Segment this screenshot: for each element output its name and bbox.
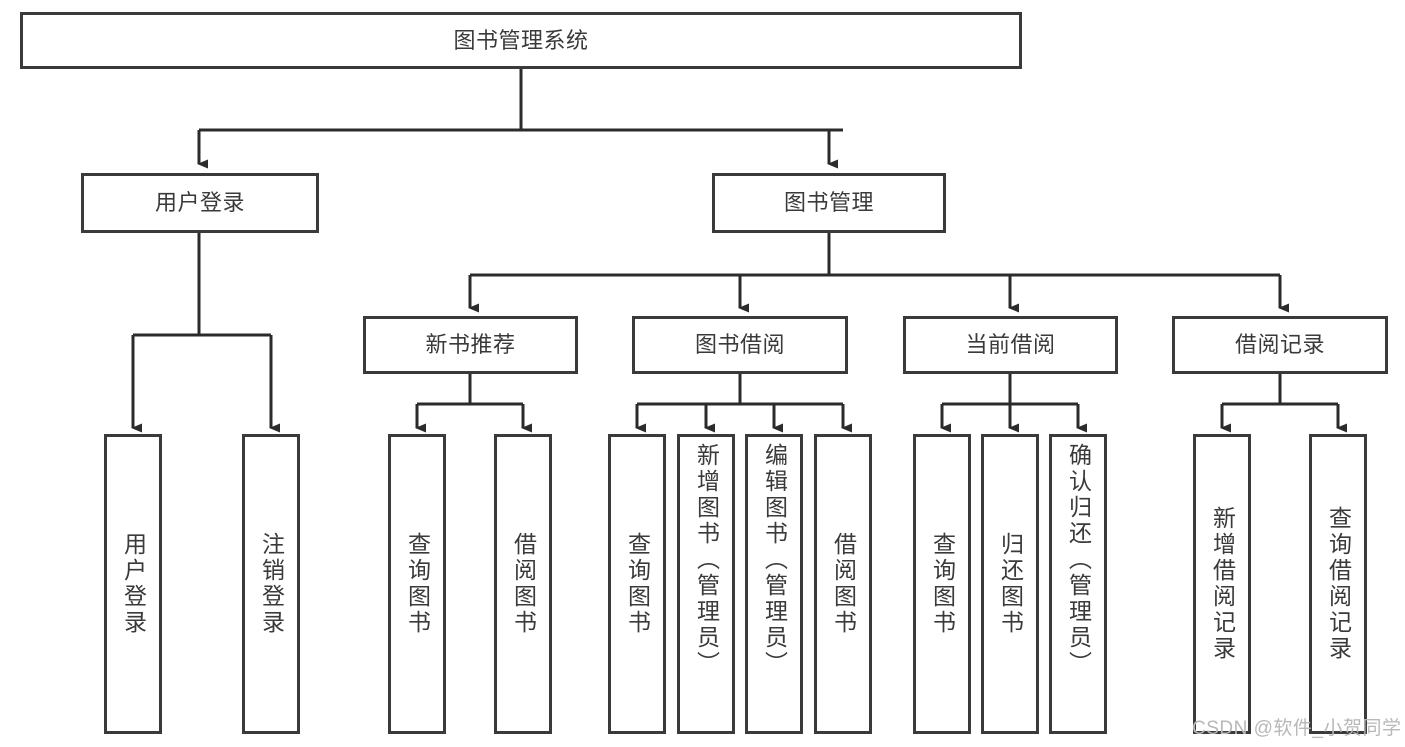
node-new-book-recommend[interactable]: 新书推荐: [363, 316, 578, 374]
node-label: 新书推荐: [425, 332, 516, 358]
leaf-confirm-return-admin[interactable]: 确认归还（管理员）: [1049, 434, 1107, 734]
node-label: 借阅图书: [830, 532, 857, 636]
node-book-borrow[interactable]: 图书借阅: [632, 316, 848, 374]
node-user-login[interactable]: 用户登录: [81, 173, 319, 233]
node-label: 编辑图书（管理员）: [761, 443, 788, 677]
leaf-add-borrow-record[interactable]: 新增借阅记录: [1193, 434, 1251, 734]
leaf-edit-book-admin[interactable]: 编辑图书（管理员）: [745, 434, 803, 734]
node-root-book-management-system[interactable]: 图书管理系统: [20, 12, 1022, 69]
leaf-query-book-borrow[interactable]: 查询图书: [608, 434, 666, 734]
node-label: 当前借阅: [965, 332, 1056, 358]
leaf-borrow-book-recommend[interactable]: 借阅图书: [494, 434, 552, 734]
node-label: 用户登录: [154, 190, 245, 216]
node-label: 确认归还（管理员）: [1065, 443, 1092, 677]
leaf-add-book-admin[interactable]: 新增图书（管理员）: [677, 434, 735, 734]
node-book-management[interactable]: 图书管理: [712, 173, 946, 233]
node-current-borrow[interactable]: 当前借阅: [903, 316, 1118, 374]
node-label: 查询图书: [929, 532, 956, 636]
node-label: 查询借阅记录: [1325, 506, 1352, 662]
leaf-return-book[interactable]: 归还图书: [981, 434, 1039, 734]
node-borrow-record[interactable]: 借阅记录: [1172, 316, 1388, 374]
leaf-borrow-book[interactable]: 借阅图书: [814, 434, 872, 734]
csdn-watermark: CSDN @软件_小贺同学: [1192, 718, 1402, 739]
node-label: 图书借阅: [694, 332, 785, 358]
leaf-logout[interactable]: 注销登录: [242, 434, 300, 734]
node-label: 查询图书: [624, 532, 651, 636]
node-label: 用户登录: [120, 532, 147, 636]
node-label: 新增图书（管理员）: [693, 443, 720, 677]
node-label: 借阅图书: [510, 532, 537, 636]
node-label: 图书管理: [783, 190, 874, 216]
node-label: 查询图书: [404, 532, 431, 636]
leaf-user-login[interactable]: 用户登录: [104, 434, 162, 734]
node-label: 注销登录: [258, 532, 285, 636]
leaf-query-book-current[interactable]: 查询图书: [913, 434, 971, 734]
leaf-query-borrow-record[interactable]: 查询借阅记录: [1309, 434, 1367, 734]
node-label: 图书管理系统: [453, 27, 589, 53]
leaf-query-book-recommend[interactable]: 查询图书: [388, 434, 446, 734]
node-label: 归还图书: [997, 532, 1024, 636]
node-label: 借阅记录: [1234, 332, 1325, 358]
node-label: 新增借阅记录: [1209, 506, 1236, 662]
